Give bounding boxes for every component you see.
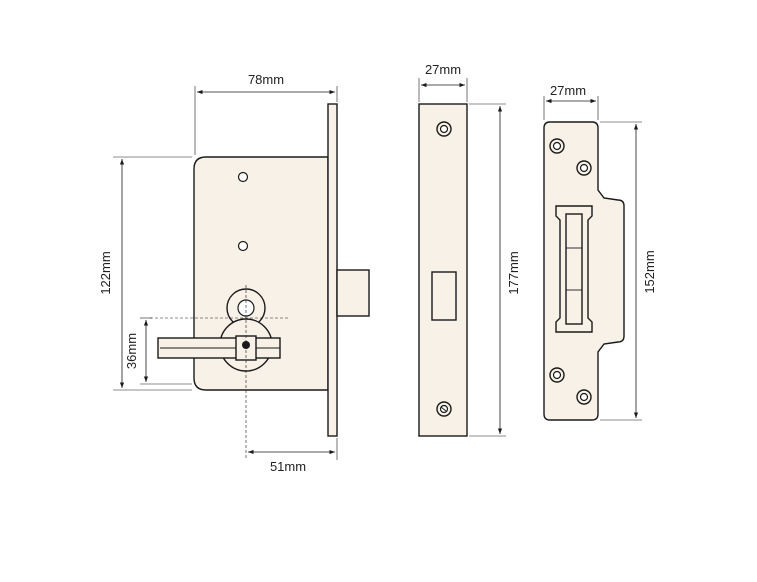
dim-body-height: 122mm [98,156,192,391]
label-177mm: 177mm [506,251,521,294]
faceplate [418,103,468,437]
fixing-hole-lower [237,240,249,252]
lock-bolt [336,269,370,317]
faceplate-bolt-slot [431,271,457,321]
label-36mm: 36mm [124,333,139,369]
dim-strike-height: 152mm [600,121,657,421]
dim-body-width: 78mm [194,72,338,155]
label-27mm-strike: 27mm [550,83,586,98]
dim-backset: 51mm [248,438,338,474]
strike-plate-view [543,121,625,421]
dim-faceplate-width: 27mm [418,62,468,102]
dim-lever-height: 36mm [124,317,192,385]
label-51mm: 51mm [270,459,306,474]
label-152mm: 152mm [642,250,657,293]
dim-strike-width: 27mm [543,83,599,120]
label-78mm: 78mm [248,72,284,87]
fixing-hole-upper [237,171,249,183]
faceplate-view [418,103,468,437]
forend-plate [327,103,338,437]
lock-body-side-view [150,103,370,460]
label-122mm: 122mm [98,251,113,294]
label-27mm-faceplate: 27mm [425,62,461,77]
dim-faceplate-height: 177mm [469,103,521,437]
